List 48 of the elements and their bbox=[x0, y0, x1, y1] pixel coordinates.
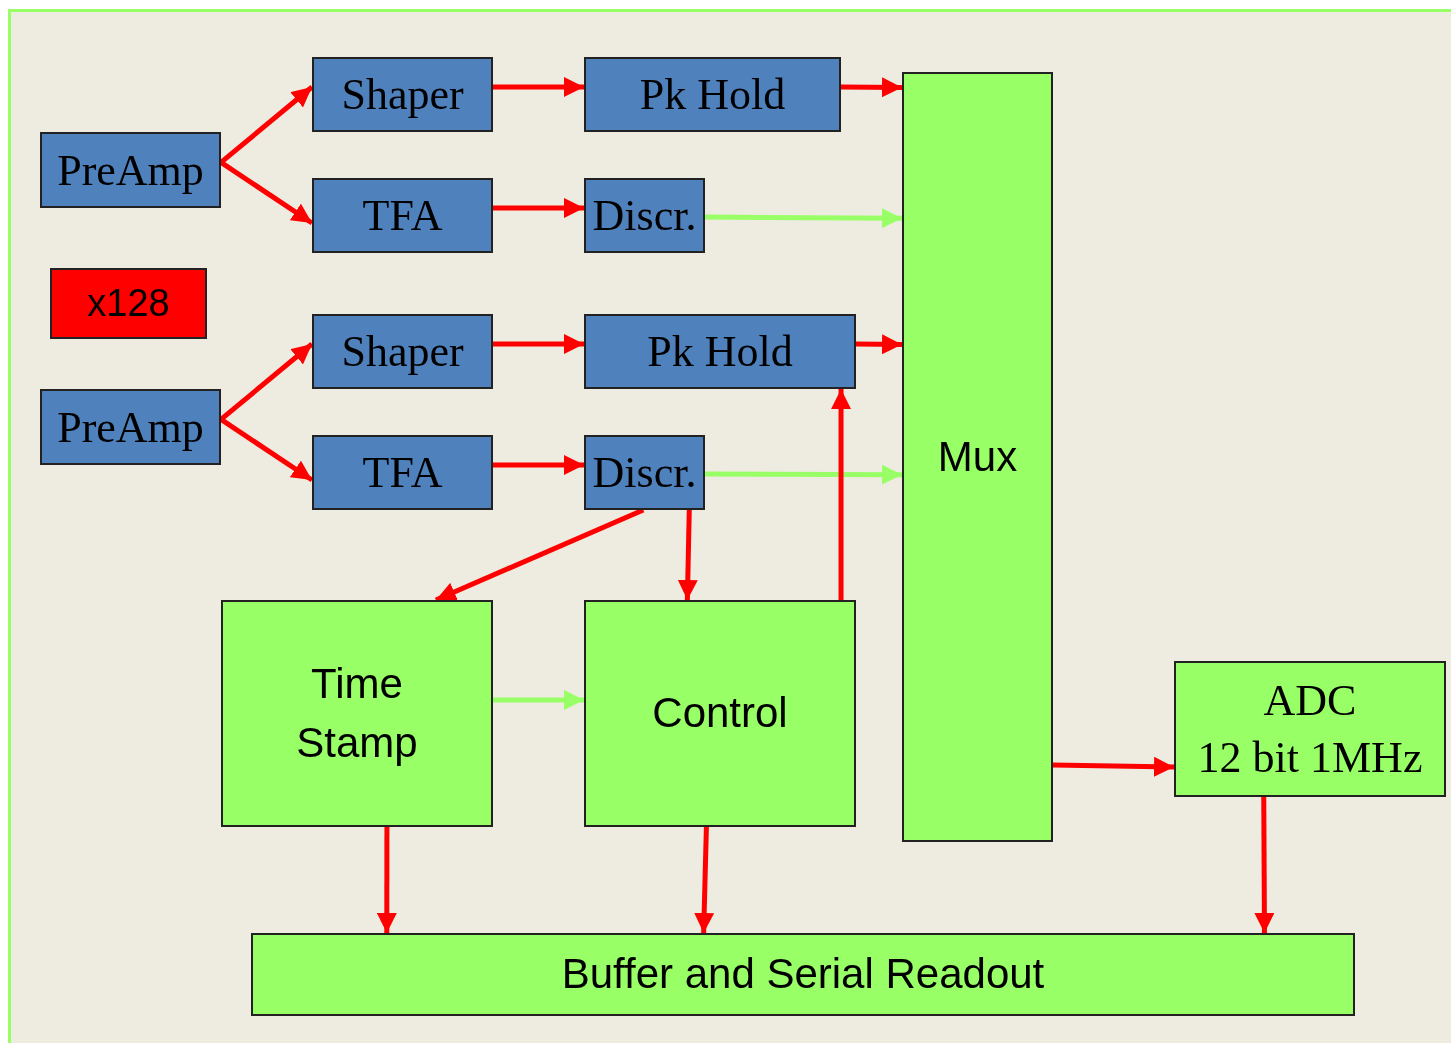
node-label: 12 bit 1MHz bbox=[1197, 732, 1423, 784]
arrow bbox=[855, 334, 903, 355]
process-box bbox=[584, 314, 856, 389]
node-label: Pk Hold bbox=[639, 69, 786, 120]
node-label: Buffer and Serial Readout bbox=[561, 949, 1045, 1000]
node-label: TFA bbox=[362, 190, 443, 241]
node-label: Discr. bbox=[592, 447, 697, 498]
node-label: ADC bbox=[1263, 674, 1357, 727]
node-label: Shaper bbox=[341, 326, 464, 377]
arrow bbox=[705, 464, 902, 485]
node-label: x128 bbox=[87, 282, 170, 325]
process-box bbox=[251, 933, 1355, 1016]
process-box bbox=[584, 178, 705, 253]
process-box bbox=[40, 132, 221, 208]
process-box bbox=[312, 314, 493, 389]
arrow bbox=[376, 827, 397, 933]
node-label: TFA bbox=[362, 447, 443, 498]
node-label: Pk Hold bbox=[647, 326, 793, 377]
arrow bbox=[493, 689, 584, 710]
node-label: Time Stamp bbox=[295, 658, 419, 768]
arrow bbox=[677, 509, 698, 601]
arrow bbox=[493, 334, 584, 354]
process-box bbox=[221, 600, 493, 827]
arrow bbox=[694, 826, 715, 934]
process-box bbox=[584, 435, 705, 510]
arrow bbox=[841, 77, 902, 98]
process-box bbox=[312, 178, 493, 253]
arrow bbox=[493, 455, 584, 475]
arrow bbox=[1052, 756, 1175, 777]
node-label: Mux bbox=[937, 431, 1018, 482]
arrow bbox=[705, 208, 902, 229]
node-label: Shaper bbox=[341, 69, 464, 120]
process-box bbox=[1174, 661, 1446, 797]
node-label: PreAmp bbox=[57, 144, 204, 196]
arrow bbox=[493, 77, 584, 97]
arrow bbox=[831, 389, 852, 600]
arrow bbox=[1254, 797, 1275, 933]
node-label: Discr. bbox=[592, 190, 697, 241]
process-box bbox=[584, 57, 841, 132]
process-box bbox=[584, 600, 856, 827]
process-box bbox=[312, 435, 493, 510]
multiplier-box bbox=[50, 268, 207, 339]
process-box bbox=[40, 389, 221, 465]
process-box bbox=[902, 72, 1053, 842]
node-label: Control bbox=[652, 688, 788, 739]
arrow bbox=[493, 198, 584, 218]
node-label: PreAmp bbox=[57, 401, 204, 453]
process-box bbox=[312, 57, 493, 132]
